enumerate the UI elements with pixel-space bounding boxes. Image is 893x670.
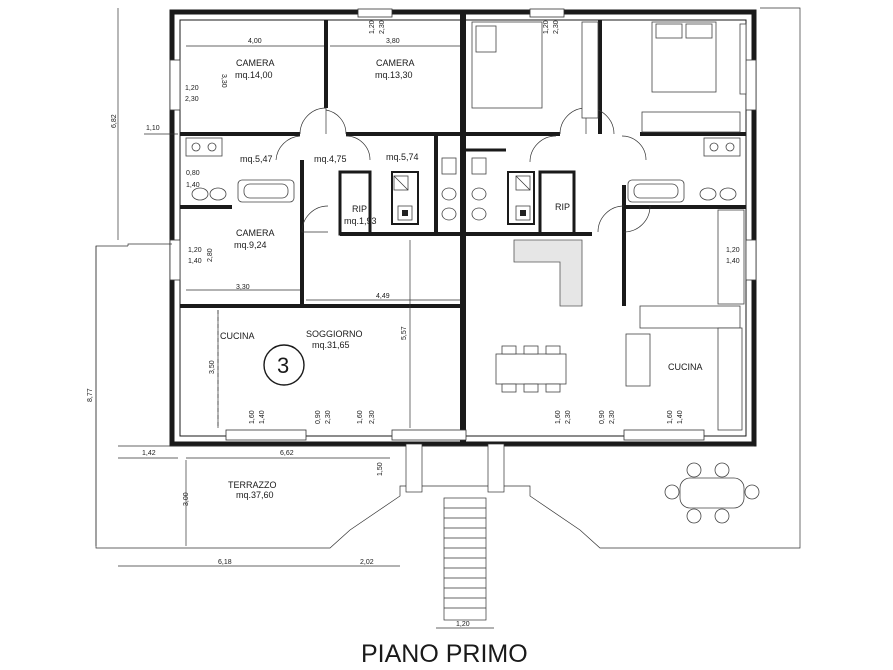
dim-label: 1,40 — [186, 182, 200, 189]
dim-label: 3,30 — [236, 284, 250, 291]
room-camera1-area: mq.14,00 — [235, 70, 273, 80]
dim-label: 0,80 — [186, 170, 200, 177]
dim-label: 1,42 — [142, 450, 156, 457]
dim-label: 8,77 — [87, 388, 94, 402]
plan-title: PIANO PRIMO — [361, 640, 528, 668]
dim-label: 2,30 — [379, 20, 386, 34]
dim-label: 3,80 — [386, 38, 400, 45]
dim-label: 2,30 — [565, 410, 572, 424]
windows — [169, 8, 757, 441]
dim-label: 1,20 — [726, 247, 740, 254]
room-camera2-area: mq.13,30 — [375, 70, 413, 80]
room-camera3-area: mq.9,24 — [234, 240, 267, 250]
dim-label: 6,82 — [111, 114, 118, 128]
room-camera3-name: CAMERA — [236, 228, 275, 238]
dim-label: 1,40 — [726, 258, 740, 265]
dim-label: 2,30 — [325, 410, 332, 424]
dim-label: 5,57 — [401, 326, 408, 340]
dim-label: 6,62 — [280, 450, 294, 457]
room-bagno2-area: mq.5,74 — [386, 152, 419, 162]
dim-label: 1,60 — [667, 410, 674, 424]
dim-label: 4,00 — [248, 38, 262, 45]
furniture — [185, 21, 760, 524]
room-rip1-name: RIP — [352, 204, 367, 214]
dim-label: 0,90 — [315, 410, 322, 424]
terrace-outline — [95, 7, 801, 549]
dim-label: 1,10 — [146, 125, 160, 132]
walls — [169, 9, 757, 447]
room-terrazzo-name: TERRAZZO — [228, 480, 277, 490]
room-disimpegno-area: mq.4,75 — [314, 154, 347, 164]
dimension-lines — [95, 8, 494, 629]
dim-label: 3,50 — [209, 360, 216, 374]
dim-label: 1,40 — [259, 410, 266, 424]
dimension-labels: 4,00 3,80 1,20 2,30 1,20 2,30 3,30 6,82 … — [87, 20, 740, 628]
dim-label: 6,18 — [218, 559, 232, 566]
dim-label: 1,20 — [188, 247, 202, 254]
dim-label: 2,30 — [553, 20, 560, 34]
dim-label: 1,60 — [555, 410, 562, 424]
dim-label: 1,20 — [369, 20, 376, 34]
dim-label: 3,30 — [220, 74, 227, 88]
room-soggiorno-area: mq.31,65 — [312, 340, 350, 350]
room-rip1-area: mq.1,93 — [344, 216, 377, 226]
dim-label: 2,30 — [609, 410, 616, 424]
room-bagno1-area: mq.5,47 — [240, 154, 273, 164]
room-rip2-name: RIP — [555, 202, 570, 212]
room-cucina2-name: CUCINA — [668, 362, 703, 372]
room-soggiorno-name: SOGGIORNO — [306, 329, 363, 339]
room-terrazzo-area: mq.37,60 — [236, 490, 274, 500]
dim-label: 1,40 — [188, 258, 202, 265]
unit-number: 3 — [277, 353, 289, 378]
dim-label: 1,20 — [185, 85, 199, 92]
dim-label: 2,02 — [360, 559, 374, 566]
room-camera1-name: CAMERA — [236, 58, 275, 68]
dim-label: 2,30 — [185, 96, 199, 103]
unit-number-badge: 3 — [263, 344, 305, 386]
room-camera2-name: CAMERA — [376, 58, 415, 68]
dim-label: 1,40 — [677, 410, 684, 424]
dim-label: 1,60 — [249, 410, 256, 424]
dim-label: 1,60 — [357, 410, 364, 424]
stairs — [405, 443, 505, 621]
dim-label: 3,00 — [183, 492, 190, 506]
room-cucina1-name: CUCINA — [220, 331, 255, 341]
dim-label: 1,20 — [456, 621, 470, 628]
dim-label: 2,80 — [207, 248, 214, 262]
dim-label: 0,90 — [599, 410, 606, 424]
dim-label: 4,49 — [376, 293, 390, 300]
dim-label: 1,50 — [377, 462, 384, 476]
room-labels: CAMERA mq.14,00 CAMERA mq.13,30 CAMERA m… — [220, 58, 703, 500]
dim-label: 1,20 — [543, 20, 550, 34]
dim-label: 2,30 — [369, 410, 376, 424]
